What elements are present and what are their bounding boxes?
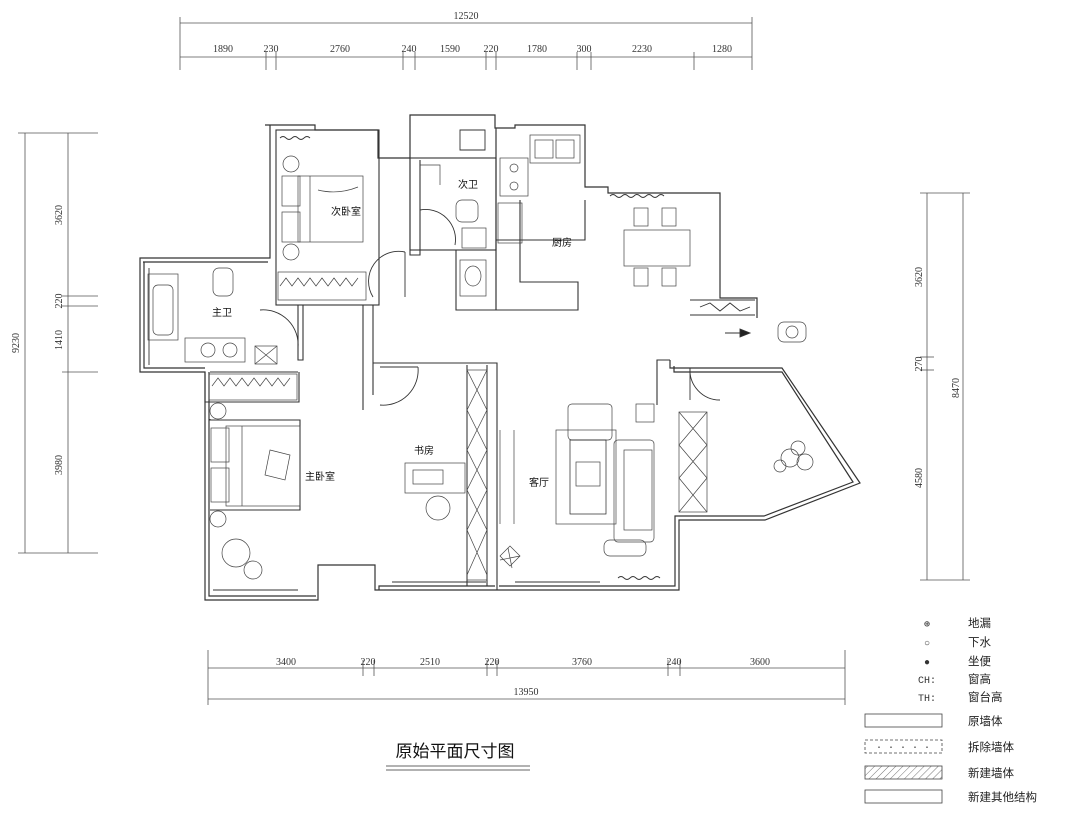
- interior-walls: [204, 128, 670, 590]
- room-label-second-bedroom: 次卧室: [331, 205, 361, 218]
- legend-label-new-structure: 新建其他结构: [968, 790, 1037, 804]
- legend-label-floor-drain: 地漏: [968, 616, 991, 630]
- legend-swatch-new-structure: [864, 789, 943, 804]
- balcony-items: [773, 321, 814, 473]
- wardrobes: [208, 271, 708, 581]
- master-bath-fixtures: [147, 267, 278, 365]
- bottom-dim-1: 3400: [276, 657, 296, 668]
- living-room-furniture: [499, 403, 655, 569]
- left-dim-4: 3980: [54, 455, 65, 475]
- legend-swatch-demolished-dots: · · · · ·: [876, 743, 930, 754]
- bottom-dim-7: 3600: [750, 657, 770, 668]
- top-dim-10: 1280: [712, 44, 732, 55]
- left-dimension-chain: [18, 132, 98, 554]
- right-dim-1: 3620: [914, 267, 925, 287]
- room-label-living: 客厅: [529, 476, 549, 489]
- bottom-dim-2: 220: [361, 657, 376, 668]
- windows: [148, 129, 755, 591]
- legend-symbol-window-height: CH:: [918, 676, 936, 687]
- legend: ⊕ 地漏 ○ 下水 ● 坐便 CH: 窗高 TH: 窗台高 原墙体 · · · …: [864, 616, 1037, 804]
- bottom-total-dim: 13950: [514, 687, 539, 698]
- left-dim-2: 220: [54, 294, 65, 309]
- room-label-second-bath: 次卫: [458, 178, 478, 191]
- right-dimension-chain: [920, 192, 970, 581]
- top-total-dim: 12520: [454, 11, 479, 22]
- bottom-dim-3: 2510: [420, 657, 440, 668]
- left-dim-1: 3620: [54, 205, 65, 225]
- legend-swatch-original-wall: [864, 713, 943, 728]
- bottom-dimension-chain: [207, 650, 846, 705]
- top-dim-8: 300: [577, 44, 592, 55]
- right-dim-3: 4580: [914, 468, 925, 488]
- left-total-dim: 9230: [11, 333, 22, 353]
- right-dim-2: 270: [914, 357, 925, 372]
- left-dim-3: 1410: [54, 330, 65, 350]
- legend-swatch-demolished-wall: [864, 739, 943, 754]
- top-dim-1: 1890: [213, 44, 233, 55]
- legend-label-original-wall: 原墙体: [968, 714, 1003, 728]
- doors: [259, 209, 752, 406]
- legend-label-sill-height: 窗台高: [968, 690, 1003, 704]
- top-dim-5: 1590: [440, 44, 460, 55]
- diagram-title: 原始平面尺寸图: [396, 742, 515, 762]
- second-bedroom-bed: [281, 155, 364, 261]
- room-label-kitchen: 厨房: [552, 236, 572, 249]
- legend-symbol-floor-drain: ⊕: [924, 620, 930, 631]
- top-dimension-chain: [179, 17, 753, 70]
- legend-label-drain-pipe: 下水: [968, 635, 991, 649]
- legend-symbol-drain-pipe: ○: [924, 639, 930, 650]
- second-bath-fixtures: [420, 164, 487, 297]
- outer-walls: [139, 114, 861, 601]
- top-dim-6: 220: [484, 44, 499, 55]
- legend-symbol-toilet: ●: [924, 658, 930, 669]
- master-bedroom-bed: [209, 402, 301, 580]
- top-dim-9: 2230: [632, 44, 652, 55]
- bottom-dim-6: 240: [667, 657, 682, 668]
- room-label-study: 书房: [414, 444, 434, 457]
- bottom-dim-4: 220: [485, 657, 500, 668]
- right-total-dim: 8470: [951, 378, 962, 398]
- legend-label-toilet: 坐便: [968, 654, 991, 668]
- study-desk: [404, 462, 466, 521]
- top-dim-7: 1780: [527, 44, 547, 55]
- bottom-dim-5: 3760: [572, 657, 592, 668]
- room-label-master-bedroom: 主卧室: [305, 470, 335, 483]
- top-dim-4: 240: [402, 44, 417, 55]
- top-dim-2: 230: [264, 44, 279, 55]
- room-label-master-bath: 主卫: [212, 307, 232, 319]
- legend-symbol-sill-height: TH:: [918, 694, 936, 705]
- kitchen-fixtures: [497, 134, 691, 287]
- legend-label-demolished-wall: 拆除墙体: [968, 740, 1014, 754]
- legend-swatch-new-wall: [864, 765, 943, 780]
- top-dim-3: 2760: [330, 44, 350, 55]
- legend-label-window-height: 窗高: [968, 672, 991, 686]
- legend-label-new-wall: 新建墙体: [968, 766, 1014, 780]
